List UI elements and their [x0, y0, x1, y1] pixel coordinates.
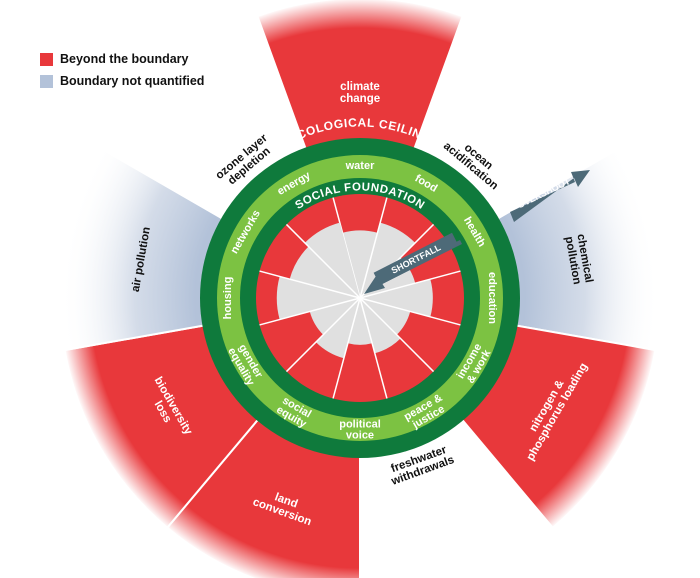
sector-divider [359, 297, 388, 399]
sector-divider [285, 223, 361, 299]
shortfall-wedges [259, 197, 461, 399]
legend-label: Beyond the boundary [60, 52, 189, 66]
sector-divider [259, 297, 361, 326]
shortfall-wedge-energy [304, 222, 360, 298]
shortfall-wedge-income-work [360, 298, 411, 335]
legend: Beyond the boundary Boundary not quantif… [40, 48, 204, 92]
shortfall-wedge-water [342, 230, 378, 298]
sector-divider [359, 297, 435, 373]
sector-divider [332, 297, 361, 399]
shortfall-wedge-social-equity [315, 298, 360, 359]
social-label-water: water [345, 160, 375, 172]
shortfall-wedge-education [360, 279, 433, 317]
shortfall-wedge-gender-equality [309, 298, 360, 335]
shortfall-wedge-food [360, 222, 416, 298]
shortfall-wedge-housing [276, 276, 360, 320]
sector-divider [359, 197, 388, 299]
legend-swatch-red [40, 52, 53, 66]
legend-item-beyond: Beyond the boundary [40, 48, 204, 70]
shortfall-wedge-networks [289, 246, 360, 298]
sector-divider [359, 297, 461, 326]
legend-label: Boundary not quantified [60, 74, 205, 88]
social-label-housing: housing [222, 277, 234, 320]
overshoot-wedges [59, 0, 661, 578]
social-label-education: education [486, 272, 498, 324]
shortfall-wedge-political-voice [347, 298, 373, 345]
legend-swatch-grey [40, 74, 53, 88]
sector-divider [259, 270, 361, 299]
sector-divider [359, 270, 461, 299]
legend-item-unquantified: Boundary not quantified [40, 70, 204, 92]
sector-divider [285, 297, 361, 373]
shortfall-wedge-peace-justice [360, 298, 401, 354]
